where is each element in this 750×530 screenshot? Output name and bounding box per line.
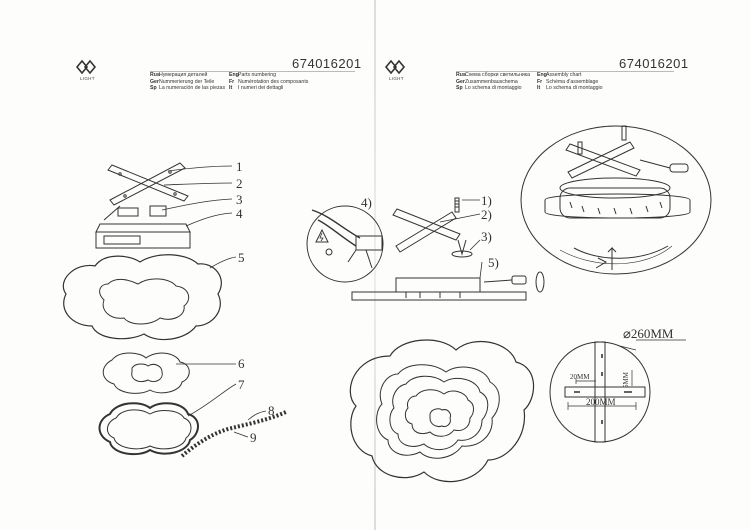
part-label: 2 (236, 176, 243, 191)
step-label: 5) (488, 255, 499, 270)
up-arrow-icon (607, 246, 617, 270)
step-label: 1) (481, 193, 492, 208)
screw-icon (454, 197, 460, 213)
part-label: 8 (268, 403, 275, 418)
diameter-label: ⌀260MM (623, 326, 674, 341)
brand-logo-icon (75, 59, 97, 75)
mounting-bar (594, 341, 606, 443)
product-code: 674016201 (619, 56, 689, 71)
part-label: 9 (250, 430, 257, 445)
logo-text: LIGHT (80, 76, 95, 81)
led-strip (180, 410, 287, 458)
base-assembly (351, 277, 527, 301)
rotate-arrow-icon (573, 245, 669, 259)
finished-lamp (349, 339, 535, 483)
screwdriver-icon (483, 271, 545, 293)
screw-icon (577, 125, 627, 155)
cross-bracket (107, 162, 189, 206)
flower-diffuser (102, 352, 190, 394)
mounting-detail-circle (520, 125, 712, 275)
part-label: 1 (236, 159, 243, 174)
leader-lines (161, 165, 267, 438)
part-label: 7 (238, 377, 245, 392)
width-dimension-line (567, 402, 637, 410)
base-plate (95, 223, 191, 249)
outer-flower-shade (62, 254, 222, 341)
step-label: 3) (481, 229, 492, 244)
wall-anchor-icon (451, 250, 473, 258)
step-label: 2) (481, 207, 492, 222)
cross-bracket (565, 141, 641, 179)
step-label: 4) (361, 195, 372, 210)
screwdriver-icon (639, 159, 689, 173)
part-label: 6 (238, 356, 245, 371)
outer-flower-inner-edge (99, 278, 190, 325)
warning-icon (315, 228, 329, 243)
ground-icon (325, 248, 333, 256)
offset-label: 20MM (570, 373, 590, 381)
mounting-bar-horizontal (564, 386, 646, 398)
ceiling-base-detail (544, 177, 691, 219)
led-frame (98, 402, 199, 456)
terminal-block (103, 205, 167, 221)
part-label: 4 (236, 206, 243, 221)
header-rule (456, 71, 674, 72)
part-label: 3 (236, 192, 243, 207)
header-rule (150, 71, 355, 72)
page-fold (374, 0, 376, 530)
product-code: 674016201 (292, 56, 362, 71)
wiring-detail-circle (306, 205, 384, 283)
height-label: 5MM (621, 372, 630, 388)
width-label: 200MM (586, 397, 616, 407)
cross-bracket (392, 208, 461, 253)
part-label: 5 (238, 250, 245, 265)
brand-logo-icon (384, 59, 406, 75)
logo-text: LIGHT (389, 76, 404, 81)
